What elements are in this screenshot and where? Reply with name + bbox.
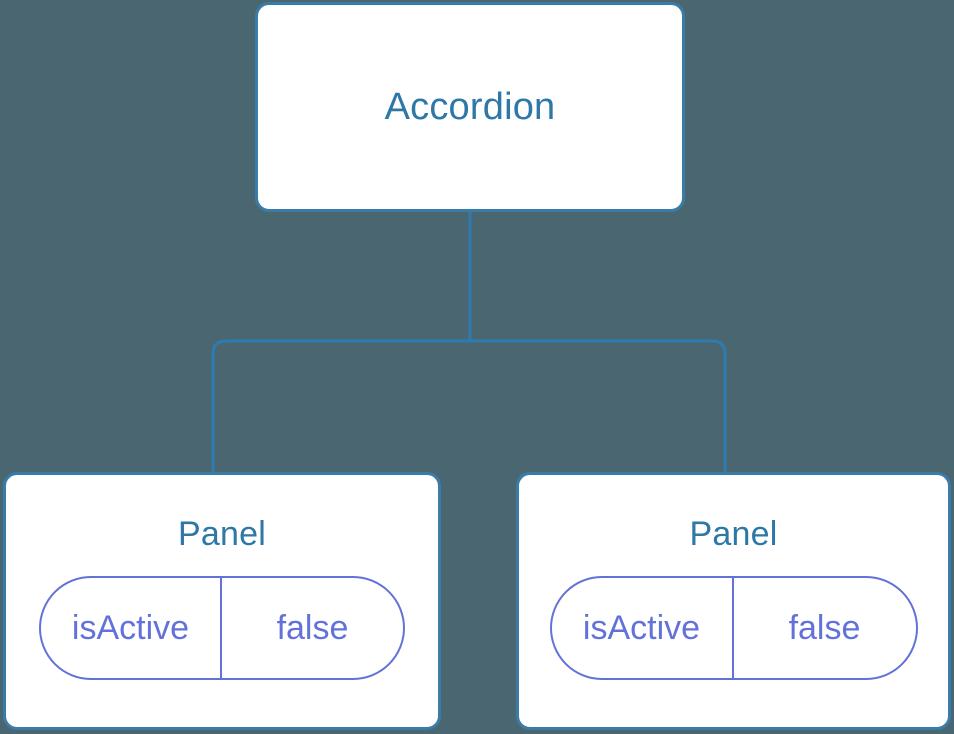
state-key-cell-left: isActive (41, 578, 222, 678)
state-key-right: isActive (582, 609, 701, 647)
node-panel-right[interactable]: Panel isActive false (516, 472, 951, 730)
state-value-cell-right: false (734, 578, 916, 678)
state-value-cell-left: false (222, 578, 403, 678)
state-pill-panel-left[interactable]: isActive false (39, 576, 405, 680)
node-panel-left[interactable]: Panel isActive false (3, 472, 441, 730)
node-panel-left-label: Panel (178, 515, 266, 553)
state-key-left: isActive (71, 609, 190, 647)
node-accordion-label: Accordion (384, 86, 556, 128)
node-accordion[interactable]: Accordion (255, 2, 685, 212)
connector-branch-left (211, 339, 470, 472)
node-panel-right-label: Panel (689, 515, 778, 553)
state-value-right: false (788, 609, 861, 647)
state-pill-panel-right[interactable]: isActive false (549, 576, 918, 680)
state-value-left: false (276, 609, 349, 647)
connector-branch-right (470, 339, 727, 472)
state-key-cell-right: isActive (552, 578, 734, 678)
